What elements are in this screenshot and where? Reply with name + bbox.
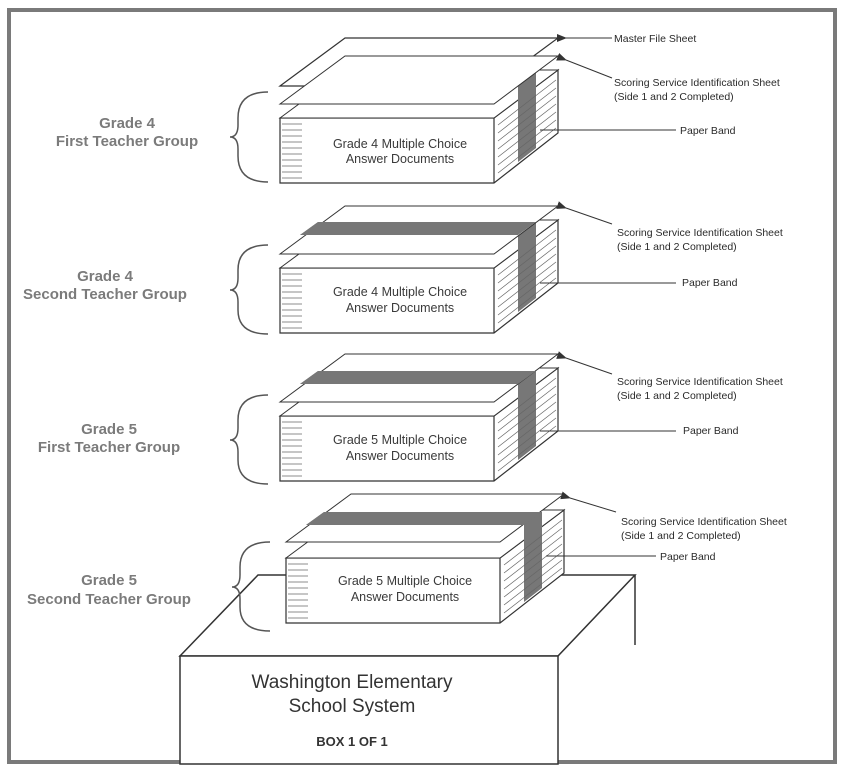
stack-label-line1: Grade 4 Multiple Choice (333, 285, 467, 299)
id-sheet-label-line2: (Side 1 and 2 Completed) (621, 530, 741, 542)
stack-grade5-group1: Grade 5 First Teacher Group Grade 5 Mult… (38, 351, 783, 485)
box-title-line1: Washington Elementary (251, 672, 453, 693)
box-title-line2: School System (289, 696, 416, 717)
group-label: Second Teacher Group (27, 591, 191, 608)
id-sheet-label-line1: Scoring Service Identification Sheet (617, 227, 783, 239)
group-brace (229, 244, 269, 335)
id-sheet-arrow (560, 491, 617, 513)
stack-label-line2: Answer Documents (346, 152, 454, 166)
box-label: BOX 1 OF 1 (316, 734, 388, 749)
group-label: Second Teacher Group (23, 286, 187, 303)
box-front (179, 655, 559, 765)
box-side-edge (557, 574, 636, 657)
stack-grade4-group2: Grade 4 Second Teacher Group Grade 4 Mul… (23, 201, 783, 335)
id-sheet-arrow (556, 52, 613, 79)
group-brace (229, 91, 269, 183)
group-label: First Teacher Group (38, 439, 180, 456)
stack-label-line1: Grade 5 Multiple Choice (333, 433, 467, 447)
master-file-sheet-label: Master File Sheet (614, 33, 696, 45)
id-sheet-label-line2: (Side 1 and 2 Completed) (617, 241, 737, 253)
group-brace (229, 394, 269, 485)
grade-label: Grade 5 (81, 421, 137, 438)
paper-band-top (300, 222, 536, 235)
stack-grade5-group2: Grade 5 Second Teacher Group Grade 5 Mul… (27, 491, 787, 632)
stack-label-line2: Answer Documents (351, 590, 459, 604)
paper-band-label: Paper Band (682, 277, 738, 289)
id-sheet-label-line1: Scoring Service Identification Sheet (614, 77, 780, 89)
stack-label-line2: Answer Documents (346, 301, 454, 315)
stack-grade4-group1: Grade 4 First Teacher Group Grade 4 Mult… (56, 52, 780, 184)
id-sheet-arrow (556, 201, 613, 225)
id-sheet-label-line2: (Side 1 and 2 Completed) (614, 91, 734, 103)
paper-band-label: Paper Band (683, 425, 739, 437)
id-sheet-label-line1: Scoring Service Identification Sheet (617, 376, 783, 388)
id-sheet-label-line1: Scoring Service Identification Sheet (621, 516, 787, 528)
group-label: First Teacher Group (56, 133, 198, 150)
stack-label-line1: Grade 5 Multiple Choice (338, 574, 472, 588)
grade-label: Grade 5 (81, 572, 137, 589)
paper-band-top (300, 371, 536, 384)
stack-label-line2: Answer Documents (346, 449, 454, 463)
group-brace (231, 541, 271, 632)
stack-label-line1: Grade 4 Multiple Choice (333, 137, 467, 151)
paper-band-label: Paper Band (660, 551, 716, 563)
id-sheet-label-line2: (Side 1 and 2 Completed) (617, 390, 737, 402)
paper-band-label: Paper Band (680, 125, 736, 137)
grade-label: Grade 4 (77, 268, 134, 285)
id-sheet-arrow (556, 351, 613, 375)
grade-label: Grade 4 (99, 115, 156, 132)
paper-band-top (306, 512, 542, 525)
